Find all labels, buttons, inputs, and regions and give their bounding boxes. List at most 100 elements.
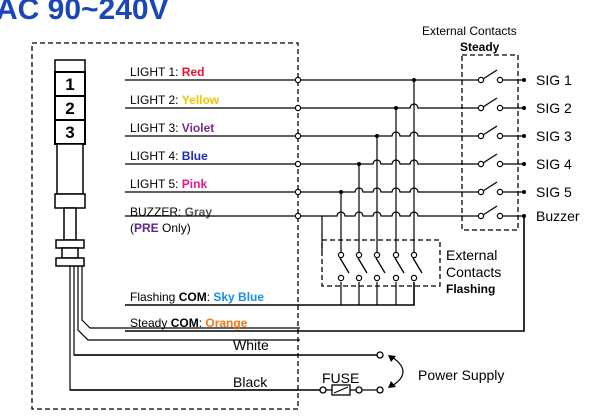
flash-switch-3	[375, 257, 386, 274]
junction-5	[339, 190, 343, 194]
lamp-number-2: 2	[65, 99, 74, 118]
signal-tower: 1 2 3	[54, 59, 86, 267]
light-1-label: LIGHT 1: Red	[130, 65, 204, 79]
flash-contact-bot-4	[392, 274, 400, 282]
wire-row-2	[125, 103, 478, 109]
tower-pole	[63, 207, 77, 241]
terminal-row-3	[294, 132, 302, 140]
flash-contact-bot-3	[373, 274, 381, 282]
steady-switch-1	[482, 69, 498, 80]
flash-contact-bot-5	[410, 274, 418, 282]
steady-contacts	[477, 69, 526, 220]
steady-switch-4	[482, 153, 498, 164]
steady-switch-6	[482, 205, 498, 216]
light-1-color: Red	[182, 65, 205, 79]
steady-contact-in-6	[477, 212, 485, 220]
mount-stem	[61, 247, 79, 259]
power-supply-bracket	[391, 356, 404, 387]
steady-switch-5	[482, 181, 498, 192]
steady-out-node-3	[522, 134, 526, 138]
light-3-label: LIGHT 3: Violet	[130, 121, 214, 135]
steady-com-wire	[125, 215, 525, 332]
black-wire-label: Black	[233, 374, 268, 390]
flashing-mode-label: Flashing	[446, 282, 495, 296]
fuse-label: FUSE	[322, 370, 359, 386]
steady-contact-out-6	[496, 212, 504, 220]
mount-nut-1	[55, 239, 85, 249]
light-4-label: LIGHT 4: Blue	[130, 149, 208, 163]
steady-mode-label: Steady	[460, 40, 500, 54]
flashing-com-wire	[125, 282, 415, 306]
tower-enclosure	[31, 42, 299, 410]
flash-switch-4	[394, 257, 405, 274]
steady-out-node-2	[522, 106, 526, 110]
flash-contact-bot-2	[355, 274, 363, 282]
flash-contact-top-2	[355, 251, 363, 259]
voltage-title: AC 90~240V	[0, 0, 169, 26]
tower-body	[56, 143, 84, 195]
signal-label-6: Buzzer	[536, 208, 580, 224]
power-supply-label: Power Supply	[418, 367, 504, 383]
buzzer-label: BUZZER: Gray	[130, 205, 212, 219]
flash-switch-2	[357, 257, 368, 274]
steady-out-node-1	[522, 78, 526, 82]
terminal-row-6	[294, 212, 302, 220]
flashing-contacts-label: Contacts	[446, 264, 501, 280]
light-5-label: LIGHT 5: Pink	[130, 177, 207, 191]
light-3-color: Violet	[182, 121, 214, 135]
junction-4	[357, 162, 361, 166]
steady-switch-2	[482, 97, 498, 108]
wire-row-4	[125, 159, 478, 165]
flashing-com-color: Sky Blue	[213, 290, 264, 304]
steady-contact-in-2	[477, 104, 485, 112]
wire-row-3	[125, 131, 478, 137]
steady-contacts-box	[461, 54, 519, 231]
lamp-tier-3	[54, 119, 86, 145]
steady-contact-in-4	[477, 160, 485, 168]
light-labels: LIGHT 1: Red LIGHT 2: Yellow LIGHT 3: Vi…	[130, 65, 264, 330]
steady-contact-out-1	[496, 76, 504, 84]
steady-contact-in-1	[477, 76, 485, 84]
signal-label-2: SIG 2	[536, 100, 572, 116]
steady-contact-out-4	[496, 160, 504, 168]
steady-contact-in-5	[477, 188, 485, 196]
flashing-external-label: External	[446, 247, 497, 263]
junction-1	[412, 78, 416, 82]
buzzer-color: Gray	[185, 205, 213, 219]
flash-contact-top-5	[410, 251, 418, 259]
flash-switch-1	[339, 257, 350, 274]
light-5-color: Pink	[182, 177, 208, 191]
flashing-contacts-box	[321, 239, 441, 287]
flash-contact-bot-1	[337, 274, 345, 282]
power-terminal-white	[376, 351, 384, 359]
tower-base	[54, 193, 86, 209]
terminal-row-1	[294, 76, 302, 84]
wire-row-5	[125, 187, 478, 193]
steady-out-node-5	[522, 190, 526, 194]
signal-label-5: SIG 5	[536, 184, 572, 200]
flash-contact-top-4	[392, 251, 400, 259]
flash-contact-top-3	[373, 251, 381, 259]
steady-contact-in-3	[477, 132, 485, 140]
power-wiring: White Black FUSE Power Supply	[70, 337, 504, 396]
mount-nut-2	[55, 257, 85, 267]
com-wiring	[125, 215, 525, 332]
power-terminal-black	[376, 386, 384, 394]
steady-contact-out-5	[496, 188, 504, 196]
terminal-row-4	[294, 160, 302, 168]
terminal-row-2	[294, 104, 302, 112]
tower-cap	[54, 59, 86, 73]
junction-3	[375, 134, 379, 138]
light-wires	[125, 76, 478, 252]
steady-com-label: Steady COM: Orange	[130, 316, 248, 330]
light-2-label: LIGHT 2: Yellow	[130, 93, 220, 107]
buzzer-note: (PRE Only)	[130, 221, 191, 235]
terminal-row-5	[294, 188, 302, 196]
flashing-com-label: Flashing COM: Sky Blue	[130, 290, 264, 304]
signal-label-3: SIG 3	[536, 128, 572, 144]
steady-com-color: Orange	[205, 316, 247, 330]
buzzer-pre: PRE	[134, 221, 159, 235]
steady-switch-3	[482, 125, 498, 136]
